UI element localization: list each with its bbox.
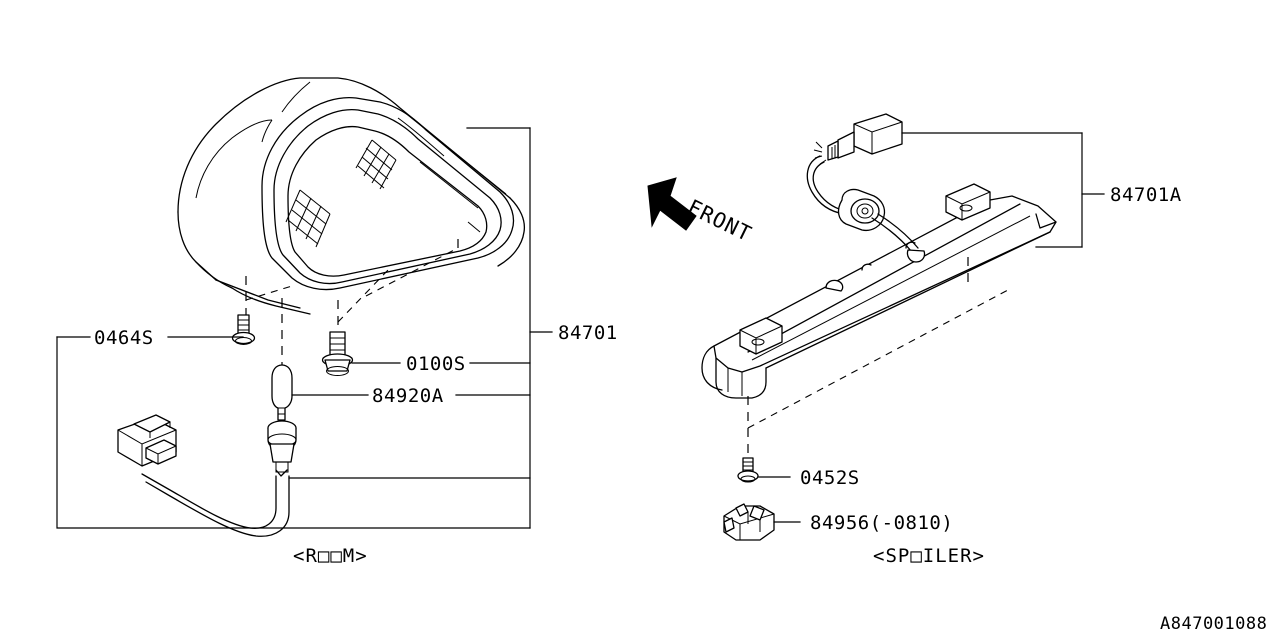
assembly-84701-bracket	[466, 127, 531, 529]
group-caption-room: <R□□M>	[293, 545, 368, 567]
room-lamp-harness	[117, 414, 290, 537]
part-84956-clip	[723, 503, 775, 541]
group-caption-spoiler: <SP□ILER>	[873, 545, 985, 567]
part-84920A-bulb	[271, 364, 293, 421]
lamp-grille-lower	[285, 189, 331, 248]
label-84920A: 84920A	[372, 385, 444, 407]
part-0100S-bolt	[321, 331, 354, 376]
spoiler-assembly-leaders	[747, 254, 1009, 460]
front-label: FRONT	[684, 195, 756, 246]
room-lamp-group	[117, 77, 526, 537]
spoiler-lamp-harness	[806, 113, 926, 263]
spoiler-leader-lines	[757, 476, 801, 523]
room-group-box	[56, 336, 531, 529]
label-84701A: 84701A	[1110, 184, 1182, 206]
lamp-grille-upper	[355, 139, 397, 190]
label-84701: 84701	[558, 322, 618, 344]
label-0464S: 0464S	[94, 327, 154, 349]
spoiler-lamp-group	[701, 113, 1057, 541]
spoiler-lamp-body	[701, 183, 1057, 399]
front-arrow-icon	[647, 177, 697, 231]
assembly-84701A-bracket	[901, 132, 1105, 248]
label-84956: 84956(-0810)	[810, 512, 953, 534]
label-0100S: 0100S	[406, 353, 466, 375]
room-lamp-housing	[177, 77, 526, 315]
label-0452S: 0452S	[800, 467, 860, 489]
diagram-watermark: A847001088	[1160, 614, 1267, 634]
room-lamp-socket	[267, 420, 297, 477]
part-0464S-screw	[231, 314, 256, 345]
room-leader-lines	[56, 331, 553, 479]
part-0452S-screw	[737, 457, 759, 483]
